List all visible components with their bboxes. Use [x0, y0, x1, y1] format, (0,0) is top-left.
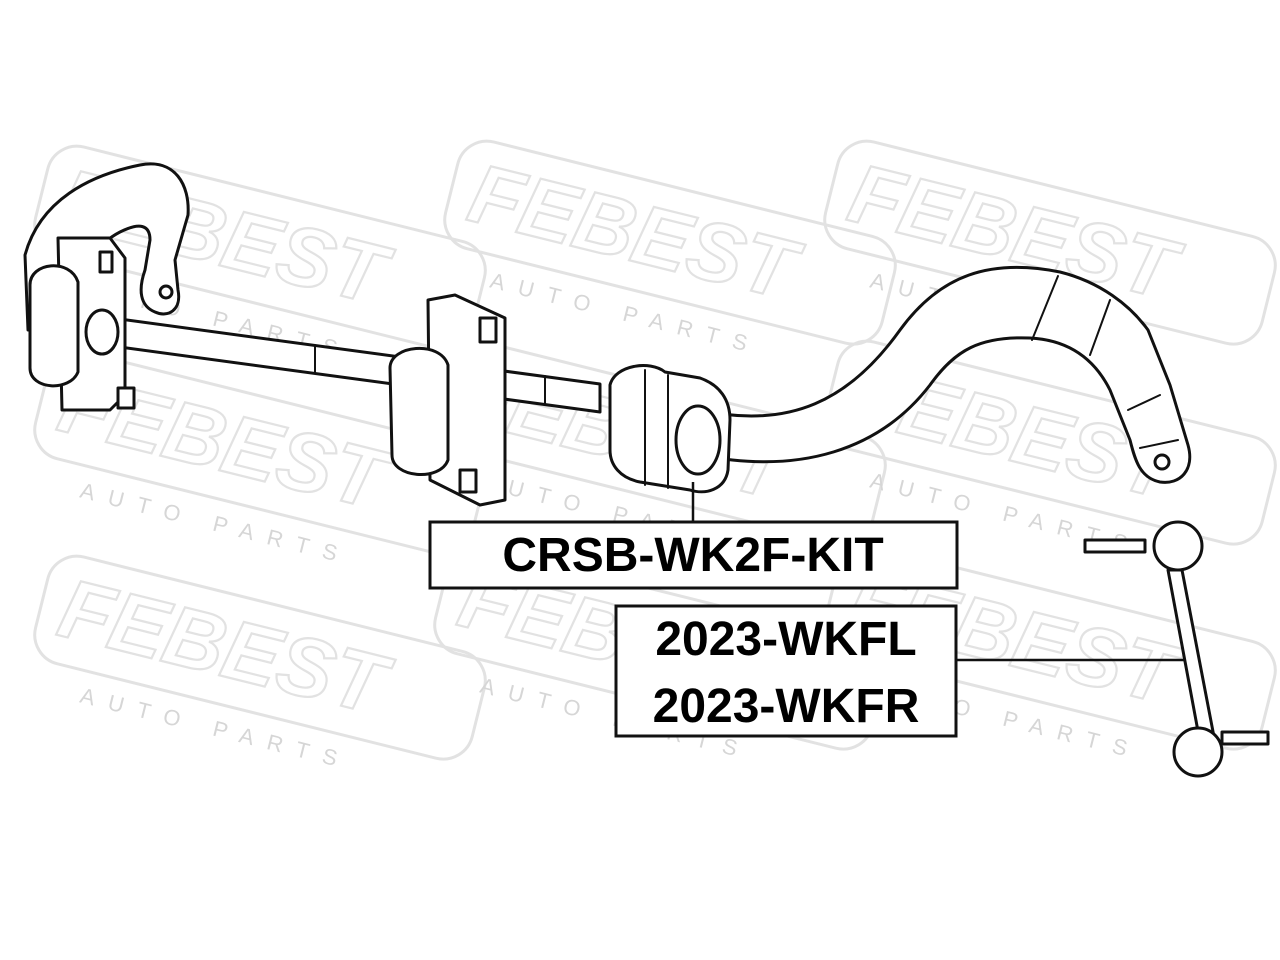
- link-top-stud: [1083, 538, 1147, 554]
- watermark-frame: [443, 139, 897, 346]
- watermark-logo: FEBEST AUTO PARTS: [33, 554, 487, 774]
- callout-bushing-kit-text: CRSB-WK2F-KIT: [502, 529, 883, 582]
- stabilizer-bar-left-hole: [158, 284, 174, 300]
- link-top-ball-joint: [1152, 520, 1204, 572]
- watermark-frame: [33, 144, 487, 351]
- callout-link-right-text: 2023-WKFR: [653, 680, 920, 733]
- callout-link-left-text: 2023-WKFL: [655, 613, 916, 666]
- stabilizer-bar-shaft-marks: [314, 344, 546, 405]
- watermark-frame: [823, 339, 1277, 546]
- left-bushing-bracket: [28, 236, 136, 412]
- stabilizer-bar-end-hole: [1153, 453, 1171, 471]
- watermark-logo: FEBEST AUTO PARTS: [823, 139, 1277, 359]
- callout-link-box: [614, 604, 958, 738]
- middle-bracket-bolt-bottom: [458, 468, 478, 494]
- middle-bushing: [388, 347, 450, 476]
- left-bushing: [28, 264, 80, 388]
- watermark-frame: [33, 554, 487, 761]
- watermark-frame: [823, 544, 1277, 751]
- left-bushing-bore: [84, 308, 120, 356]
- middle-bracket-bolt-top: [478, 316, 498, 344]
- callout-link: 2023-WKFL 2023-WKFR: [614, 604, 958, 738]
- link-bottom-stud: [1220, 730, 1270, 746]
- right-bushing: [608, 364, 732, 494]
- right-bushing-slits: [644, 369, 669, 489]
- stabilizer-bar-right-arm: [698, 265, 1192, 484]
- callout-bushing-kit-box: [428, 520, 959, 590]
- left-bracket-bolt-bottom: [116, 386, 136, 410]
- left-bracket-bolt-top: [98, 250, 114, 274]
- right-bushing-bore: [674, 404, 722, 476]
- callout-bushing-kit: CRSB-WK2F-KIT: [428, 520, 959, 590]
- stabilizer-link: [1083, 520, 1270, 778]
- watermark-frame: [33, 349, 487, 556]
- link-bottom-ball-joint: [1172, 726, 1224, 778]
- middle-bushing-bracket: [388, 293, 507, 507]
- stabilizer-bar-arm-detail: [1031, 275, 1179, 449]
